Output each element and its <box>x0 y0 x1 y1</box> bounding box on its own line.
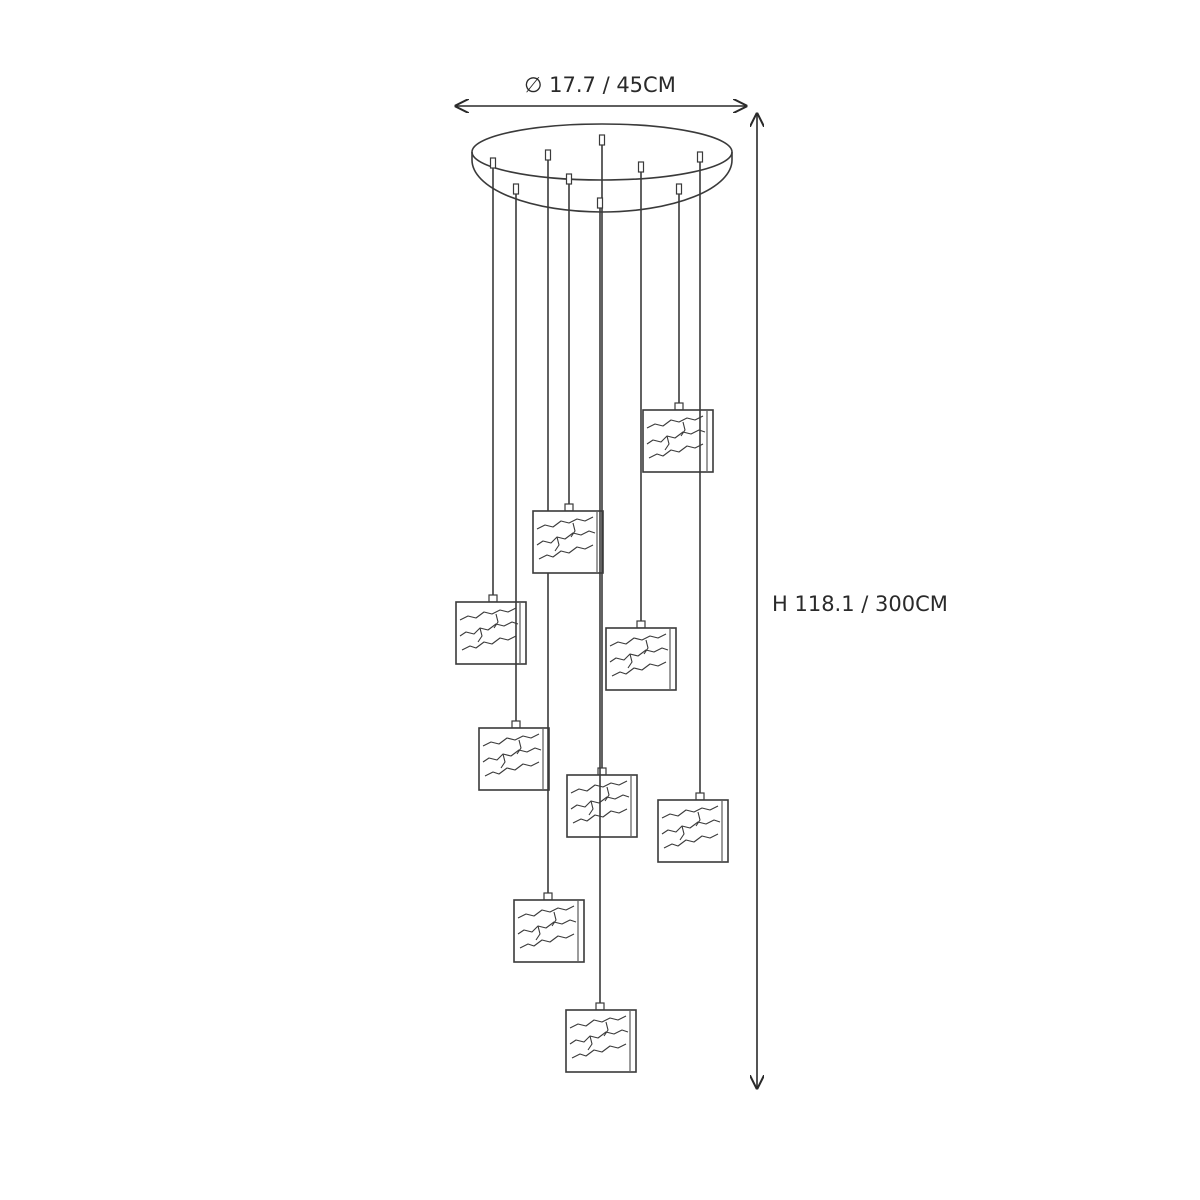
cable-connector <box>596 197 604 209</box>
pendant-3 <box>513 149 585 963</box>
marble-vein <box>643 639 649 655</box>
marble-vein <box>663 833 719 849</box>
marble-vein <box>536 530 596 546</box>
pendants-group <box>455 134 729 1073</box>
pendant-9 <box>657 151 729 863</box>
marble-vein <box>517 919 577 935</box>
marble-vein <box>500 753 506 769</box>
cable-connector <box>696 151 704 163</box>
diameter-label: ∅ 17.7 / 45CM <box>524 73 676 97</box>
marble-shade <box>478 727 550 791</box>
cable-connector <box>512 183 520 195</box>
marble-vein <box>459 621 519 637</box>
marble-shade <box>513 899 585 963</box>
marble-vein <box>587 1035 593 1051</box>
marble-vein <box>646 429 706 445</box>
cable-connector <box>637 161 645 173</box>
cable-connector <box>565 173 573 185</box>
marble-shade <box>565 1009 637 1073</box>
marble-vein <box>570 794 630 810</box>
marble-vein <box>569 1015 627 1029</box>
marble-vein <box>661 819 721 835</box>
shade-cap <box>511 720 521 729</box>
shade-cap <box>488 594 498 603</box>
pendant-7 <box>605 161 677 691</box>
marble-vein <box>482 747 542 763</box>
marble-vein <box>569 1029 629 1045</box>
marble-vein <box>627 653 633 669</box>
shade-cap <box>543 892 553 901</box>
marble-vein <box>516 739 522 755</box>
marble-shade <box>566 774 638 838</box>
marble-vein <box>477 627 483 643</box>
shade-cap <box>636 620 646 629</box>
marble-shade <box>657 799 729 863</box>
marble-vein <box>603 1021 609 1037</box>
height-dimension: H 118.1 / 300CM <box>757 114 948 1088</box>
pendant-2 <box>478 183 550 791</box>
marble-vein <box>517 905 575 919</box>
marble-vein <box>646 415 704 429</box>
height-label: H 118.1 / 300CM <box>772 592 948 616</box>
marble-vein <box>571 1043 627 1059</box>
marble-vein <box>484 761 540 777</box>
marble-vein <box>604 786 610 802</box>
shade-cap <box>695 792 705 801</box>
cable-connector <box>544 149 552 161</box>
marble-vein <box>554 536 560 552</box>
marble-vein <box>570 780 628 794</box>
marble-vein <box>588 800 594 816</box>
marble-vein <box>570 522 576 538</box>
marble-shade <box>605 627 677 691</box>
marble-vein <box>695 811 701 827</box>
marble-vein <box>648 443 704 459</box>
marble-vein <box>679 825 685 841</box>
marble-shade <box>532 510 604 574</box>
marble-vein <box>611 661 667 677</box>
marble-shade <box>642 409 714 473</box>
cable-connector <box>489 157 497 169</box>
pendant-8 <box>642 183 714 473</box>
marble-vein <box>482 733 540 747</box>
pendant-1 <box>455 157 527 665</box>
pendant-4 <box>532 173 604 574</box>
marble-vein <box>572 808 628 824</box>
cable-connector <box>598 134 606 146</box>
shade-cap <box>674 402 684 411</box>
diameter-dimension: ∅ 17.7 / 45CM <box>456 73 746 106</box>
cable-connector <box>675 183 683 195</box>
marble-vein <box>609 647 669 663</box>
marble-vein <box>609 633 667 647</box>
marble-vein <box>493 613 499 629</box>
shade-cap <box>564 503 574 512</box>
marble-vein <box>538 544 594 560</box>
marble-vein <box>461 635 517 651</box>
marble-vein <box>535 925 541 941</box>
marble-vein <box>680 421 686 437</box>
marble-vein <box>551 911 557 927</box>
marble-vein <box>459 607 517 621</box>
pendant-5 <box>566 134 638 838</box>
marble-vein <box>536 516 594 530</box>
shade-cap <box>595 1002 605 1011</box>
marble-shade <box>455 601 527 665</box>
marble-vein <box>661 805 719 819</box>
marble-vein <box>664 435 670 451</box>
marble-vein <box>519 933 575 949</box>
pendant-6 <box>565 197 637 1073</box>
